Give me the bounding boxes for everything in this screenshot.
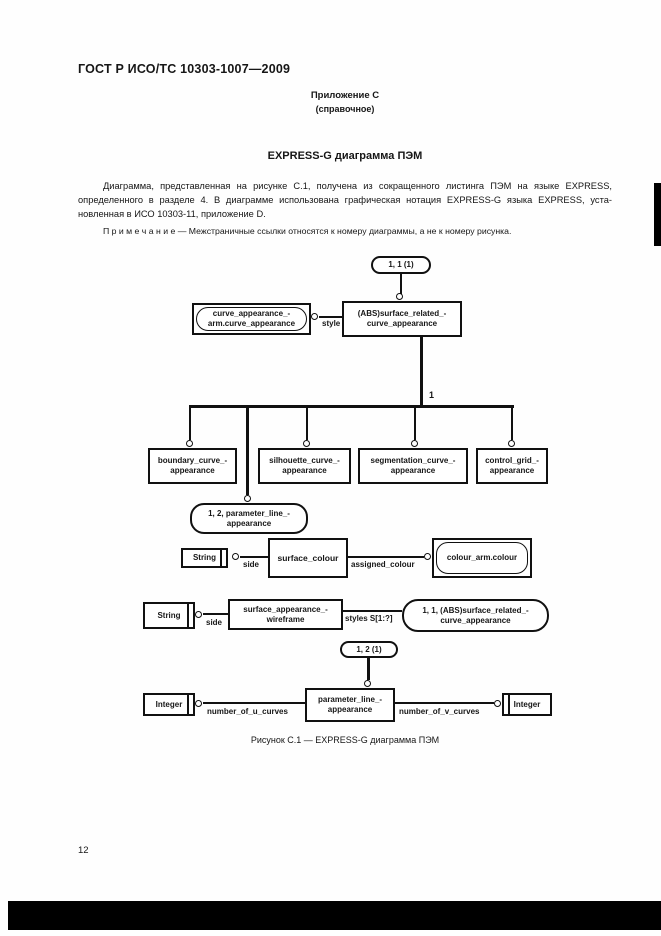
connector-circle bbox=[424, 553, 431, 560]
note-text: П р и м е ч а н и е — Межстраничные ссыл… bbox=[103, 226, 512, 236]
connector-line bbox=[511, 408, 513, 440]
connector-line bbox=[319, 316, 342, 318]
attr-label-number-u: number_of_u_curves bbox=[207, 707, 288, 716]
entity-box-parameter-line: parameter_line_- appearance bbox=[305, 688, 395, 722]
connector-circle bbox=[232, 553, 239, 560]
annex-subtitle: (справочное) bbox=[315, 104, 375, 114]
scan-artifact-bottom-bar bbox=[8, 901, 661, 930]
connector-circle bbox=[364, 680, 371, 687]
connector-circle bbox=[494, 700, 501, 707]
attr-label-side: side bbox=[206, 618, 223, 627]
attr-label-side: side bbox=[243, 560, 260, 569]
subtype-box-segmentation-curve: segmentation_curve_- appearance bbox=[358, 448, 468, 484]
attr-label-style: style bbox=[322, 319, 341, 328]
page-ref-oval-top: 1, 1 (1) bbox=[371, 256, 431, 274]
type-box-string-1: String bbox=[181, 548, 228, 568]
connector-circle bbox=[244, 495, 251, 502]
connector-circle bbox=[195, 611, 202, 618]
connector-line bbox=[203, 613, 228, 615]
subtype-box-control-grid: control_grid_- appearance bbox=[476, 448, 548, 484]
connector-line bbox=[306, 408, 308, 440]
connector-line bbox=[343, 610, 402, 612]
paragraph-line: Диаграмма, представленная на рисунке С.1… bbox=[103, 181, 612, 191]
paragraph-line: новленная в ИСО 10303-11, приложение D. bbox=[78, 209, 266, 219]
entity-box-abs-surface-related: (ABS)surface_related_- curve_appearance bbox=[342, 301, 462, 337]
connector-circle bbox=[186, 440, 193, 447]
type-box-integer-right: Integer bbox=[502, 693, 552, 716]
attr-label-styles: styles S[1:?] bbox=[345, 614, 393, 623]
page-number: 12 bbox=[78, 845, 89, 856]
subtype-box-boundary-curve: boundary_curve_- appearance bbox=[148, 448, 237, 484]
entity-box-surface-appearance-wireframe: surface_appearance_- wireframe bbox=[228, 599, 343, 630]
connector-circle bbox=[195, 700, 202, 707]
connector-line bbox=[189, 405, 514, 408]
connector-circle bbox=[311, 313, 318, 320]
connector-line bbox=[240, 556, 268, 558]
connector-line bbox=[367, 658, 370, 680]
connector-circle bbox=[411, 440, 418, 447]
annex-title: Приложение С bbox=[310, 90, 380, 101]
paragraph-line: определенного в разделе 4. В диаграмме и… bbox=[78, 195, 612, 205]
type-box-integer-left: Integer bbox=[143, 693, 195, 716]
page-ref-oval-abs-surface-related: 1, 1, (ABS)surface_related_- curve_appea… bbox=[402, 599, 549, 632]
interschema-ref-colour: colour_arm.colour bbox=[432, 538, 532, 578]
connector-line bbox=[420, 337, 423, 405]
attr-label-assigned-colour: assigned_colour bbox=[351, 560, 415, 569]
section-title: EXPRESS-G диаграмма ПЭМ bbox=[267, 150, 423, 162]
body-paragraph: Диаграмма, представленная на рисунке С.1… bbox=[78, 179, 612, 221]
connector-circle bbox=[508, 440, 515, 447]
connector-circle bbox=[396, 293, 403, 300]
interschema-ref-label: curve_appearance_- arm.curve_appearance bbox=[196, 307, 307, 331]
interschema-ref-curve-appearance: curve_appearance_- arm.curve_appearance bbox=[192, 303, 311, 335]
connector-line bbox=[189, 408, 191, 440]
connector-line bbox=[348, 556, 424, 558]
connector-line bbox=[203, 702, 305, 704]
connector-line bbox=[400, 274, 402, 294]
connector-line bbox=[414, 408, 416, 440]
entity-box-surface-colour: surface_colour bbox=[268, 538, 348, 578]
standard-header: ГОСТ Р ИСО/ТС 10303-1007—2009 bbox=[78, 62, 291, 76]
page-ref-oval-121: 1, 2 (1) bbox=[340, 641, 398, 658]
figure-caption: Рисунок С.1 — EXPRESS-G диаграмма ПЭМ bbox=[250, 735, 440, 745]
cardinality-label: 1 bbox=[429, 390, 435, 400]
connector-line bbox=[395, 702, 494, 704]
scan-artifact-right-bar bbox=[654, 183, 661, 246]
connector-line bbox=[246, 408, 249, 495]
type-box-string-2: String bbox=[143, 602, 195, 629]
subtype-box-silhouette-curve: silhouette_curve_- appearance bbox=[258, 448, 351, 484]
page-ref-oval-parameter-line: 1, 2, parameter_line_- appearance bbox=[190, 503, 308, 534]
attr-label-number-v: number_of_v_curves bbox=[399, 707, 480, 716]
interschema-ref-label: colour_arm.colour bbox=[436, 542, 528, 574]
connector-circle bbox=[303, 440, 310, 447]
